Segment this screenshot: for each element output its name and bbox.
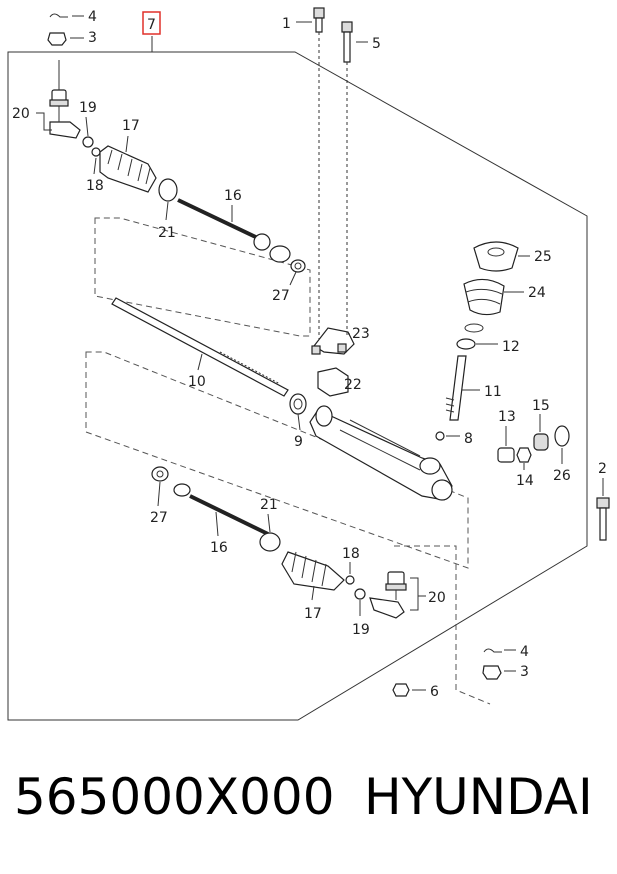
rack-bar-10 (111, 297, 289, 397)
callout-10: 10 (188, 374, 206, 390)
steering-gear-exploded-diagram: 7 4 3 20 19 18 17 21 (7, 7, 610, 721)
nut-19-left (82, 136, 94, 148)
bolt-5 (341, 21, 353, 338)
bellows-boot-17-left (99, 145, 157, 193)
callout-20-right: 20 (428, 590, 446, 606)
callout-26: 26 (553, 468, 571, 484)
callout-27-left: 27 (272, 288, 290, 304)
callout-9: 9 (294, 434, 303, 450)
yoke-13 (497, 447, 515, 463)
brand-name: HYUNDAI (364, 768, 593, 826)
assembly-outline (7, 51, 588, 721)
cotter-pin-4-right (483, 648, 516, 653)
callout-24: 24 (528, 285, 546, 301)
boot-clamp-21-right (259, 532, 281, 552)
callout-3-left: 3 (88, 30, 97, 46)
callout-6: 6 (430, 684, 439, 700)
callout-23: 23 (352, 326, 370, 342)
part-number: 565000X000 (14, 768, 335, 826)
castle-nut-3-right (482, 665, 516, 680)
gear-housing (309, 405, 453, 501)
castle-nut-3-left (47, 32, 84, 46)
bolt-2 (596, 497, 610, 541)
callout-19-right: 19 (352, 622, 370, 638)
inner-tie-rod-16-left (177, 198, 291, 263)
callout-13: 13 (498, 409, 516, 425)
callout-27-right: 27 (150, 510, 168, 526)
callout-3-right: 3 (520, 664, 529, 680)
callout-20-left: 20 (12, 106, 30, 122)
pinion-seal-12 (456, 338, 476, 350)
dust-cover-24 (463, 278, 505, 316)
callout-7: 7 (147, 17, 156, 33)
housing-subassembly-box (85, 351, 469, 569)
callout-17-right: 17 (304, 606, 322, 622)
boot-clamp-21-left (158, 178, 178, 202)
callout-7-highlight (142, 11, 161, 35)
washer-27-left (290, 259, 306, 273)
tie-rod-end-20-right (369, 571, 407, 619)
clamp-18-left (91, 147, 101, 157)
callout-16-left: 16 (224, 188, 242, 204)
callout-1: 1 (282, 16, 291, 32)
cotter-pin-4-left (49, 13, 84, 18)
callout-21-right: 21 (260, 497, 278, 513)
callout-11: 11 (484, 384, 502, 400)
callout-17-left: 17 (122, 118, 140, 134)
rack-subassembly-box (94, 217, 311, 337)
callout-25: 25 (534, 249, 552, 265)
plug-8 (435, 431, 445, 441)
lock-nut-14 (516, 447, 532, 463)
cap-26 (554, 425, 570, 447)
callout-4-left: 4 (88, 9, 97, 25)
bellows-boot-17-right (281, 551, 345, 591)
callout-14: 14 (516, 473, 534, 489)
callout-8: 8 (464, 431, 473, 447)
callout-12: 12 (502, 339, 520, 355)
pinion-shaft-11 (445, 355, 467, 421)
bolt-1 (313, 7, 325, 340)
callout-16-right: 16 (210, 540, 228, 556)
callout-19-left: 19 (79, 100, 97, 116)
callout-2: 2 (598, 461, 607, 477)
callout-18-right: 18 (342, 546, 360, 562)
nut-6 (392, 683, 426, 697)
callout-21-left: 21 (158, 225, 176, 241)
tie-rod-end-20-left (49, 60, 81, 139)
mounting-bushing-22 (317, 367, 349, 397)
right-tie-rod-end-box (394, 545, 491, 705)
inner-tie-rod-16-right (173, 483, 269, 536)
callout-22: 22 (344, 377, 362, 393)
callout-15: 15 (532, 398, 550, 414)
rack-bushing-9 (289, 393, 307, 415)
yoke-plug-15 (533, 433, 549, 451)
callout-18-left: 18 (86, 178, 104, 194)
nut-19-right (354, 588, 366, 600)
callout-5: 5 (372, 36, 381, 52)
clamp-18-right (345, 575, 355, 585)
snap-ring (464, 323, 484, 333)
callout-4-right: 4 (520, 644, 529, 660)
mounting-bracket-23 (311, 327, 355, 355)
cover-seal-25 (473, 241, 519, 272)
washer-27-right (151, 466, 169, 482)
